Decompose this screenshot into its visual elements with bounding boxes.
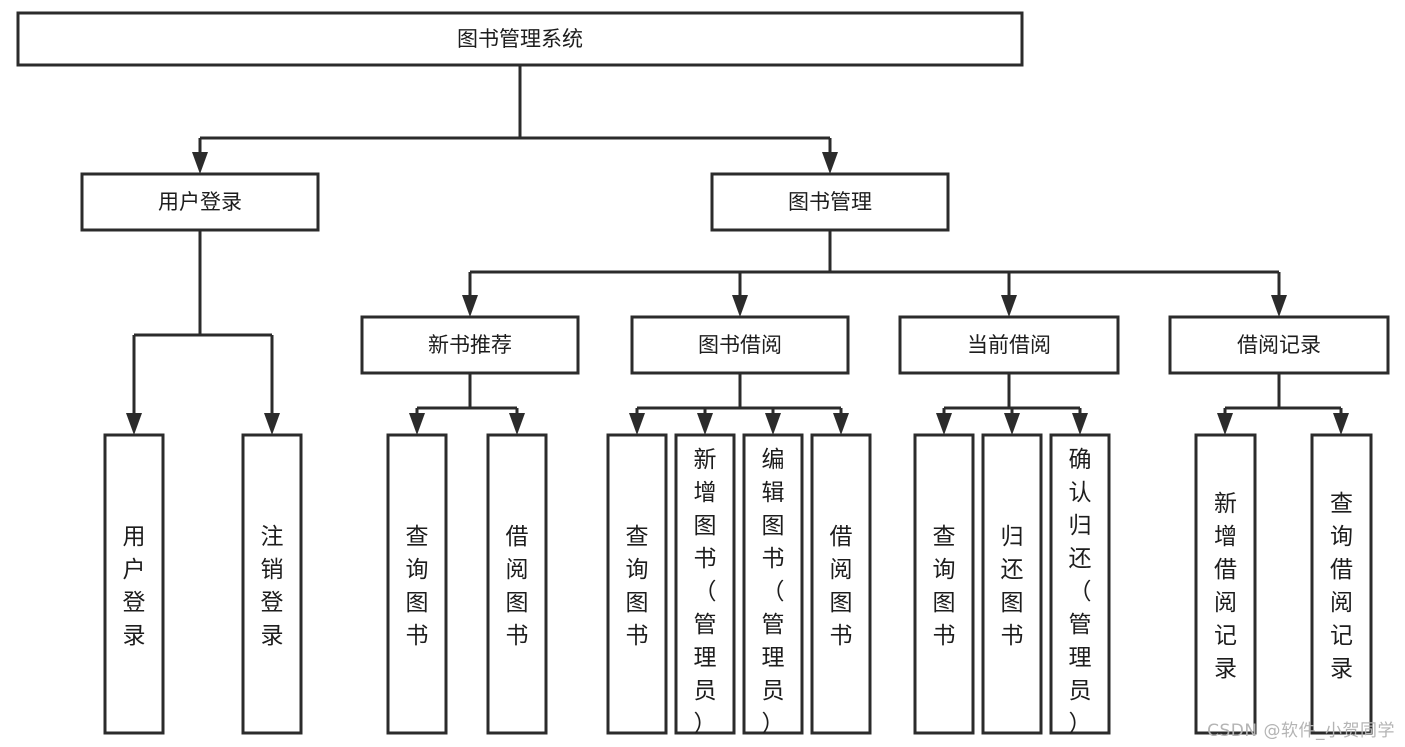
connector-conn-login-split: [126, 230, 280, 435]
node-label: 查询图书: [626, 524, 649, 649]
node-label: 用户登录: [123, 524, 146, 649]
node-new-book-recommend[interactable]: 新书推荐: [360, 315, 580, 375]
connector-conn-current: [936, 373, 1088, 435]
node-label: 图书借阅: [698, 333, 782, 357]
node-label: 注销登录: [261, 524, 284, 649]
connector-conn-recommend: [409, 373, 525, 435]
node-label: 当前借阅: [967, 333, 1051, 357]
csdn-watermark: CSDN @软件_小贺同学: [1207, 721, 1395, 741]
node-label: 确认归还（管理员）: [1069, 447, 1092, 737]
connector-conn-record: [1217, 373, 1349, 435]
node-label: 编辑图书（管理员）: [762, 447, 785, 737]
node-label: 借阅记录: [1237, 333, 1321, 357]
connector-conn-root-split: [192, 65, 838, 174]
node-leaf-logout-login[interactable]: 注销登录: [241, 433, 303, 735]
node-leaf-user-login[interactable]: 用户登录: [103, 433, 165, 735]
node-layer: 图书管理系统用户登录图书管理新书推荐图书借阅当前借阅借阅记录用户登录注销登录查询…: [16, 11, 1390, 737]
node-label: 图书管理系统: [457, 27, 583, 51]
node-label: 用户登录: [158, 190, 242, 214]
node-user-login[interactable]: 用户登录: [80, 172, 320, 232]
node-label: 图书管理: [788, 190, 872, 214]
node-leaf-add-book-admin[interactable]: 新增图书（管理员）: [674, 433, 736, 737]
node-label: 新书推荐: [428, 333, 512, 357]
node-leaf-confirm-return[interactable]: 确认归还（管理员）: [1049, 433, 1111, 737]
node-label: 借阅图书: [506, 524, 529, 649]
node-leaf-query-book-2[interactable]: 查询图书: [606, 433, 668, 735]
connector-conn-manage-split: [462, 230, 1287, 317]
node-label: 查询借阅记录: [1330, 491, 1353, 682]
node-borrow-record[interactable]: 借阅记录: [1168, 315, 1390, 375]
node-label: 新增图书（管理员）: [694, 447, 717, 737]
node-label: 借阅图书: [830, 524, 853, 649]
node-leaf-borrow-book-1[interactable]: 借阅图书: [486, 433, 548, 735]
node-root[interactable]: 图书管理系统: [16, 11, 1024, 67]
node-leaf-query-book-1[interactable]: 查询图书: [386, 433, 448, 735]
node-book-borrow[interactable]: 图书借阅: [630, 315, 850, 375]
node-leaf-query-book-3[interactable]: 查询图书: [913, 433, 975, 735]
node-leaf-edit-book-admin[interactable]: 编辑图书（管理员）: [742, 433, 804, 737]
node-leaf-add-record[interactable]: 新增借阅记录: [1194, 433, 1257, 735]
connector-conn-borrow: [629, 373, 849, 435]
node-leaf-borrow-book-2[interactable]: 借阅图书: [810, 433, 872, 735]
node-label: 新增借阅记录: [1214, 491, 1237, 682]
node-leaf-query-record[interactable]: 查询借阅记录: [1310, 433, 1373, 735]
node-book-manage[interactable]: 图书管理: [710, 172, 950, 232]
node-leaf-return-book[interactable]: 归还图书: [981, 433, 1043, 735]
node-label: 查询图书: [406, 524, 429, 649]
connector-layer: [126, 65, 1349, 435]
node-label: 归还图书: [1001, 524, 1024, 649]
node-label: 查询图书: [933, 524, 956, 649]
node-current-borrow[interactable]: 当前借阅: [898, 315, 1120, 375]
